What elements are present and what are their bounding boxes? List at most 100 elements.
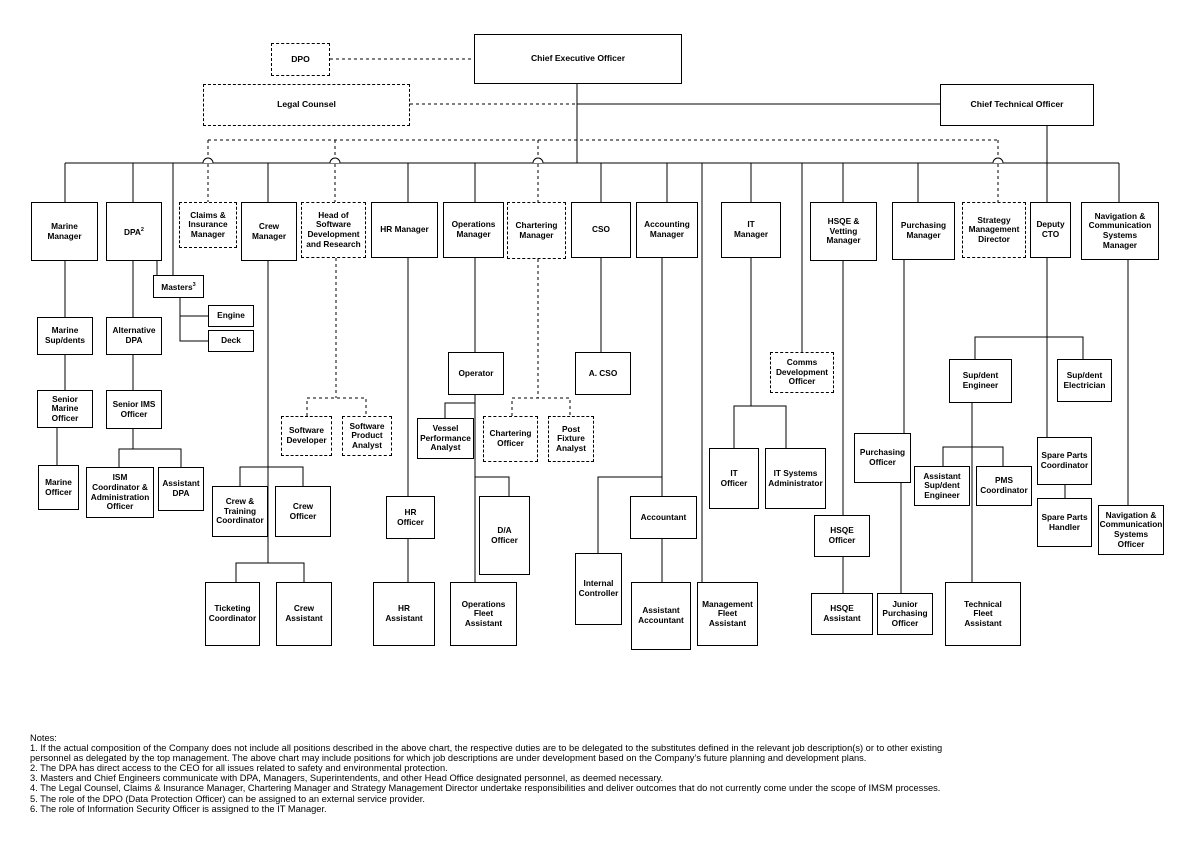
pms-coordinator-box: PMS Coordinator <box>976 466 1032 506</box>
operations-manager-box: Operations Manager <box>443 202 504 258</box>
junior-purchasing-officer-label: Junior Purchasing Officer <box>882 598 928 628</box>
claims-manager-label: Claims & Insurance Manager <box>188 209 228 239</box>
senior-marine-officer-box: Senior Marine Officer <box>37 390 93 428</box>
ticketing-coordinator-box: Ticketing Coordinator <box>205 582 260 646</box>
cso-label: CSO <box>592 224 610 235</box>
nav-comm-manager-box: Navigation & Communication Systems Manag… <box>1081 202 1159 260</box>
marine-manager-box: Marine Manager <box>31 202 98 261</box>
it-systems-admin-box: IT Systems Administrator <box>765 448 826 509</box>
internal-controller-box: Internal Controller <box>575 553 622 625</box>
vessel-performance-label: Vessel Performance Analyst <box>420 423 471 453</box>
head-software-label: Head of Software Development and Researc… <box>306 209 361 249</box>
alternative-dpa-box: Alternative DPA <box>106 317 162 355</box>
senior-marine-officer-label: Senior Marine Officer <box>51 393 79 423</box>
it-manager-box: IT Manager <box>721 202 781 258</box>
note-line: 2. The DPA has direct access to the CEO … <box>30 763 448 774</box>
cto-box: Chief Technical Officer <box>940 84 1094 126</box>
supdent-engineer-box: Sup/dent Engineer <box>949 359 1012 403</box>
ceo-label: Chief Executive Officer <box>530 53 626 64</box>
marine-manager-label: Marine Manager <box>47 220 82 241</box>
legal-counsel-box: Legal Counsel <box>203 84 410 126</box>
it-manager-label: IT Manager <box>733 219 769 239</box>
crew-manager-box: Crew Manager <box>241 202 297 261</box>
ism-coordinator-box: ISM Coordinator & Administration Officer <box>86 467 154 518</box>
chartering-officer-label: Chartering Officer <box>489 428 532 448</box>
assistant-accountant-box: Assistant Accountant <box>631 582 691 650</box>
strategy-director-label: Strategy Management Director <box>968 214 1020 244</box>
note-line: 1. If the actual composition of the Comp… <box>30 743 943 754</box>
software-developer-label: Software Developer <box>286 425 327 445</box>
assistant-supdent-engineer-label: Assistant Sup/dent Engineer <box>923 470 961 500</box>
operator-box: Operator <box>448 352 504 395</box>
dpa-footnote: 2 <box>140 226 144 233</box>
masters-box: Masters3 <box>153 275 204 298</box>
crew-manager-label: Crew Manager <box>251 220 287 241</box>
technical-fleet-assistant-label: Technical Fleet Assistant <box>964 598 1002 628</box>
chartering-manager-label: Chartering Manager <box>515 219 558 240</box>
deck-box: Deck <box>208 330 254 352</box>
dpo-label: DPO <box>291 53 310 64</box>
note-line: personnel as delegated by the top manage… <box>30 753 867 764</box>
nav-comm-officer-box: Navigation & Communication Systems Offic… <box>1098 505 1164 555</box>
ticketing-coordinator-label: Ticketing Coordinator <box>208 603 257 623</box>
hsqe-officer-box: HSQE Officer <box>814 515 870 557</box>
post-fixture-analyst-label: Post Fixture Analyst <box>556 423 586 453</box>
notes-section: Notes: 1. If the actual composition of t… <box>30 733 1170 814</box>
cso-box: CSO <box>571 202 631 258</box>
assistant-accountant-label: Assistant Accountant <box>638 605 684 625</box>
marine-officer-label: Marine Officer <box>45 476 72 497</box>
dpa-label: DPA2 <box>124 226 144 237</box>
assistant-supdent-engineer-box: Assistant Sup/dent Engineer <box>914 466 970 506</box>
spare-parts-handler-label: Spare Parts Handler <box>1041 511 1088 532</box>
note-line: 5. The role of the DPO (Data Protection … <box>30 793 425 804</box>
dpo-box: DPO <box>271 43 330 76</box>
vessel-performance-box: Vessel Performance Analyst <box>417 418 474 459</box>
ceo-box: Chief Executive Officer <box>474 34 682 84</box>
operations-manager-label: Operations Manager <box>451 219 496 239</box>
deck-label: Deck <box>221 335 241 346</box>
masters-footnote: 3 <box>192 281 196 288</box>
crew-officer-box: Crew Officer <box>275 486 331 537</box>
note-line: 4. The Legal Counsel, Claims & Insurance… <box>30 783 941 794</box>
crew-assistant-label: Crew Assistant <box>285 603 323 623</box>
note-line: 3. Masters and Chief Engineers communica… <box>30 773 664 784</box>
supdent-electrician-box: Sup/dent Electrician <box>1057 359 1112 402</box>
assistant-dpa-label: Assistant DPA <box>162 478 200 498</box>
spare-parts-coordinator-box: Spare Parts Coordinator <box>1037 437 1092 485</box>
dpa-text: DPA <box>124 226 141 237</box>
masters-text: Masters <box>161 281 193 292</box>
management-fleet-assistant-box: Management Fleet Assistant <box>697 582 758 646</box>
purchasing-officer-label: Purchasing Officer <box>859 447 906 467</box>
chartering-manager-box: Chartering Manager <box>507 202 566 259</box>
engine-box: Engine <box>208 305 254 327</box>
assistant-dpa-box: Assistant DPA <box>158 467 204 511</box>
operator-label: Operator <box>458 367 494 378</box>
purchasing-manager-box: Purchasing Manager <box>892 202 955 260</box>
purchasing-manager-label: Purchasing Manager <box>900 220 947 240</box>
engine-label: Engine <box>217 310 245 321</box>
crew-officer-label: Crew Officer <box>289 500 317 521</box>
chartering-officer-box: Chartering Officer <box>483 416 538 462</box>
hr-assistant-box: HR Assistant <box>373 582 435 646</box>
nav-comm-officer-label: Navigation & Communication Systems Offic… <box>1099 509 1163 549</box>
accountant-label: Accountant <box>640 511 687 522</box>
hsqe-assistant-label: HSQE Assistant <box>823 603 861 623</box>
it-systems-admin-label: IT Systems Administrator <box>768 467 823 488</box>
note-line: 6. The role of Information Security Offi… <box>30 803 327 814</box>
spare-parts-handler-box: Spare Parts Handler <box>1037 498 1092 547</box>
comms-development-officer-box: Comms Development Officer <box>770 352 834 393</box>
technical-fleet-assistant-box: Technical Fleet Assistant <box>945 582 1021 646</box>
marine-supdents-box: Marine Sup/dents <box>37 317 93 355</box>
internal-controller-label: Internal Controller <box>578 578 619 598</box>
senior-ims-officer-label: Senior IMS Officer <box>112 398 156 419</box>
software-analyst-label: Software Product Analyst <box>349 420 385 450</box>
hr-manager-box: HR Manager <box>371 202 438 258</box>
hsqe-assistant-box: HSQE Assistant <box>811 593 873 635</box>
post-fixture-analyst-box: Post Fixture Analyst <box>548 416 594 462</box>
hsqe-manager-box: HSQE & Vetting Manager <box>810 202 877 261</box>
it-officer-label: IT Officer <box>720 467 748 488</box>
legal-counsel-label: Legal Counsel <box>277 99 336 110</box>
head-software-box: Head of Software Development and Researc… <box>301 202 366 258</box>
